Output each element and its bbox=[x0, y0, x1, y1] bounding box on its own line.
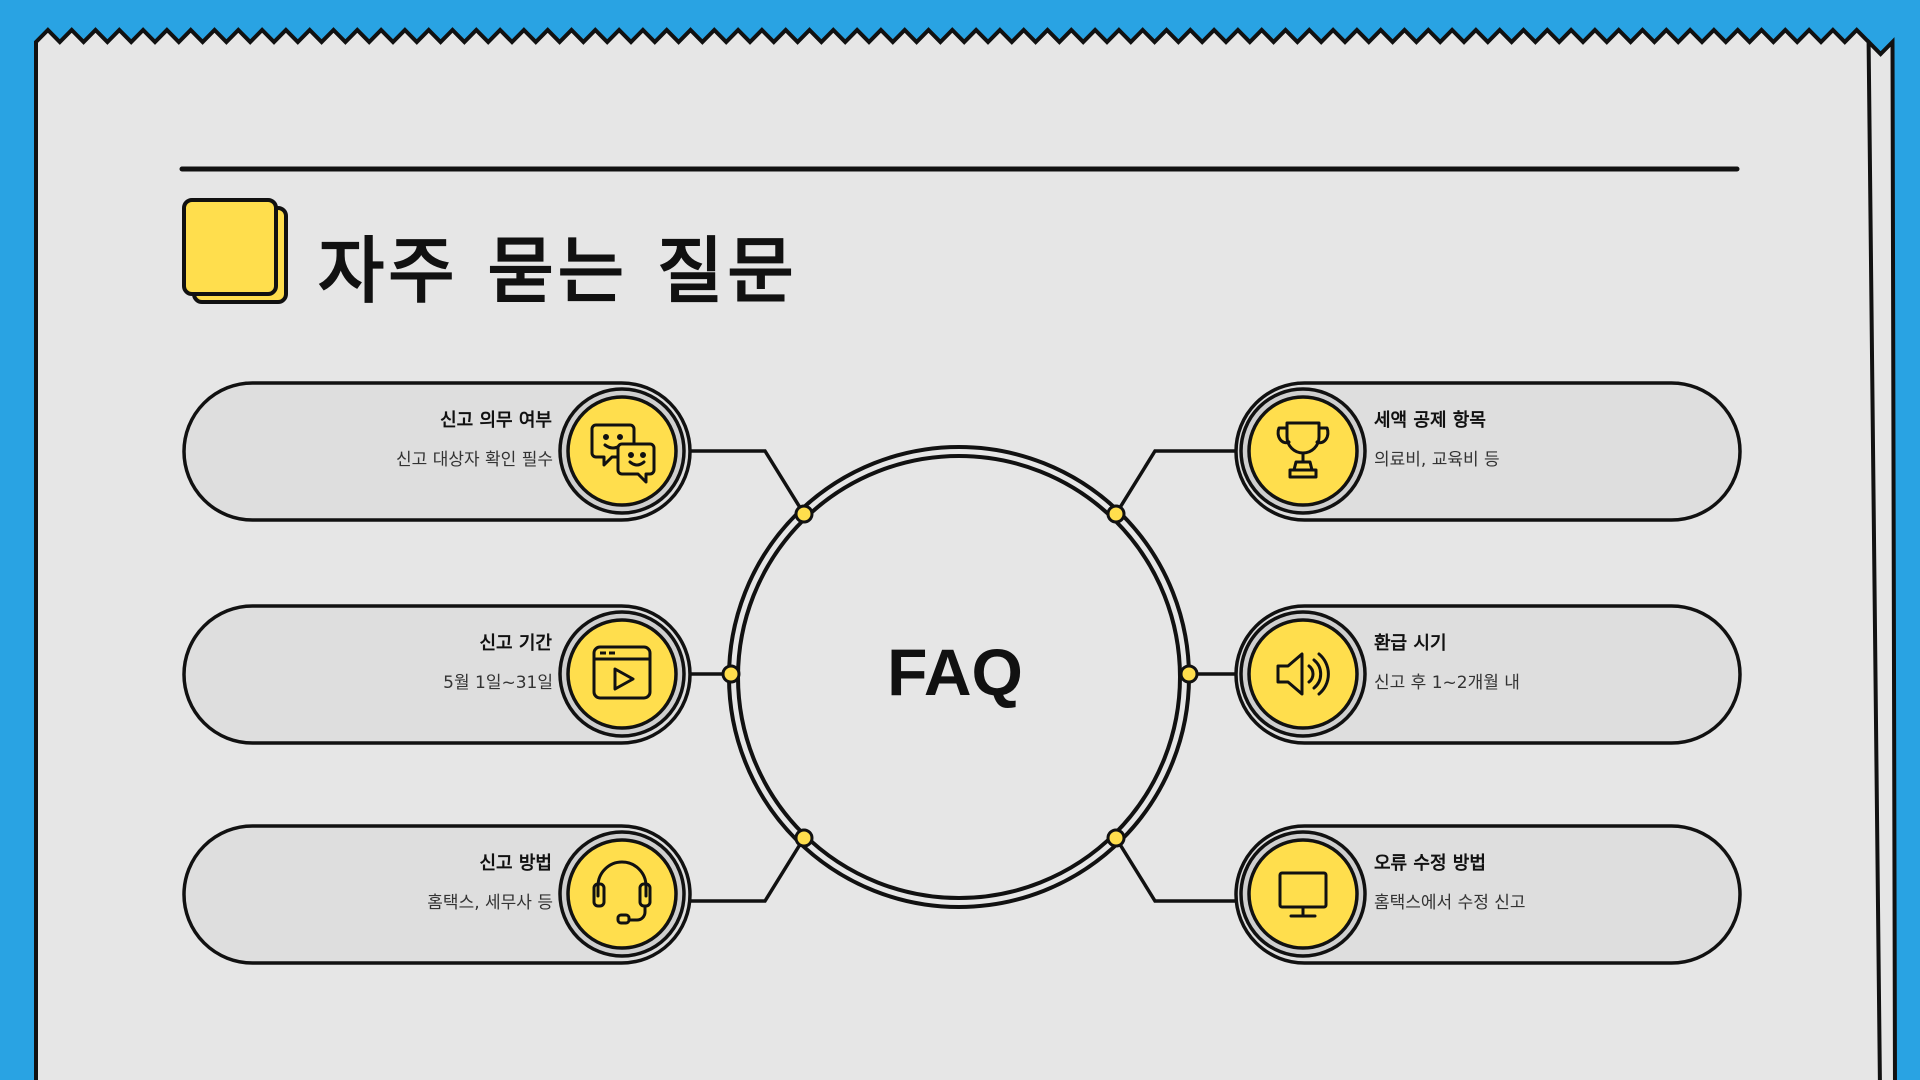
faq-pill-6[interactable] bbox=[1234, 824, 1742, 965]
faq-subtitle-1: 신고 대상자 확인 필수 bbox=[396, 450, 553, 470]
faq-pill-3[interactable] bbox=[182, 824, 692, 965]
trophy-icon bbox=[1276, 421, 1330, 479]
faq-subtitle-4: 의료비, 교육비 등 bbox=[1374, 450, 1500, 470]
faq-title-5: 환급 시기 bbox=[1374, 633, 1447, 654]
faq-title-6: 오류 수정 방법 bbox=[1374, 853, 1486, 874]
faq-title-2: 신고 기간 bbox=[479, 633, 552, 654]
headset-icon bbox=[592, 860, 652, 925]
faq-subtitle-2: 5월 1일~31일 bbox=[443, 673, 553, 693]
faq-center-label: FAQ bbox=[887, 635, 1023, 709]
faq-subtitle-6: 홈택스에서 수정 신고 bbox=[1374, 893, 1526, 913]
faq-pill-4[interactable] bbox=[1234, 381, 1742, 522]
faq-title-4: 세액 공제 항목 bbox=[1374, 410, 1486, 431]
faq-pill-2[interactable] bbox=[182, 604, 692, 745]
chat-bubbles-icon bbox=[590, 423, 656, 484]
page-title: 자주 묻는 질문 bbox=[318, 229, 798, 313]
faq-title-1: 신고 의무 여부 bbox=[440, 410, 552, 431]
connector-dots bbox=[721, 504, 1199, 848]
faq-title-3: 신고 방법 bbox=[479, 853, 552, 874]
video-player-icon bbox=[592, 645, 652, 700]
faq-subtitle-3: 홈택스, 세무사 등 bbox=[427, 893, 553, 913]
speaker-icon bbox=[1276, 652, 1330, 696]
monitor-icon bbox=[1278, 871, 1328, 918]
faq-subtitle-5: 신고 후 1~2개월 내 bbox=[1374, 673, 1520, 693]
title-square-icon bbox=[182, 198, 288, 304]
